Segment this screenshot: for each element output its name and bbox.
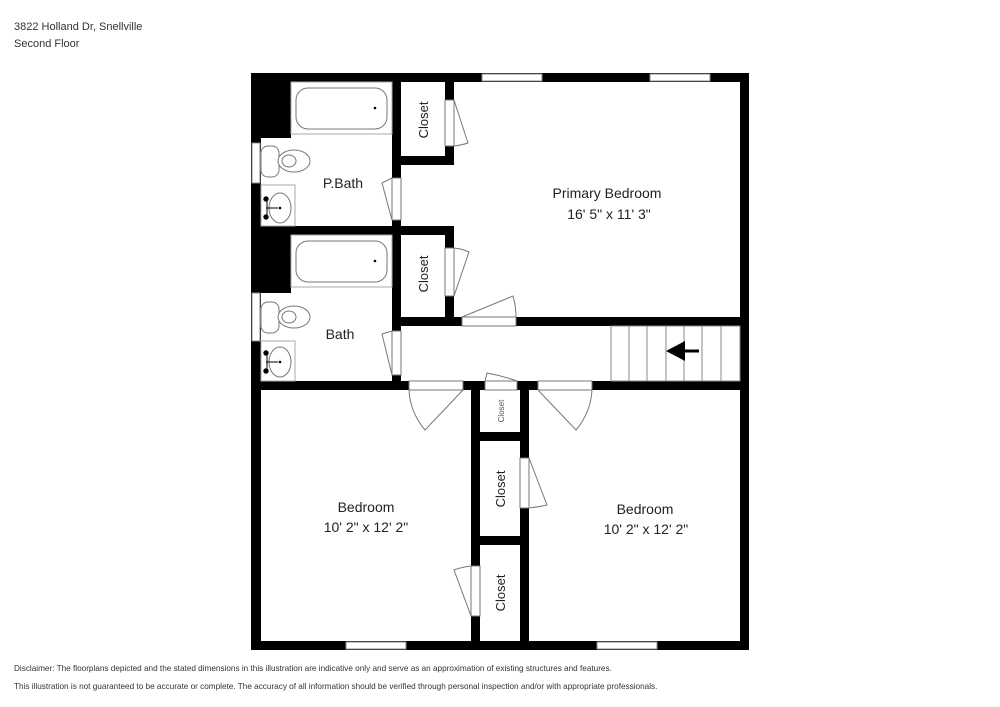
door-swing-closet-small bbox=[484, 372, 518, 382]
door-bedroom-right bbox=[537, 380, 593, 391]
door-pbath bbox=[391, 177, 402, 221]
wall-closetcol-right bbox=[520, 381, 529, 650]
room-name-closet-hall-small: Closet bbox=[497, 399, 506, 422]
door-swing-closet-lower bbox=[453, 565, 472, 617]
toilet-tank-bath-icon bbox=[260, 301, 280, 334]
door-swing-closet-middle bbox=[528, 457, 548, 509]
windows bbox=[251, 73, 711, 650]
chase-lower bbox=[251, 230, 291, 293]
bathtub-pbath-icon bbox=[295, 87, 388, 130]
wall-hall-top bbox=[392, 317, 749, 326]
disclaimer-line-1: Disclaimer: The floorplans depicted and … bbox=[14, 664, 612, 673]
bathtub-bath-icon bbox=[295, 240, 388, 283]
door-swing-bedroom-left bbox=[408, 389, 464, 431]
room-name-closet-hall-upper: Closet bbox=[416, 255, 431, 292]
door-closet-middle bbox=[519, 457, 530, 509]
disclaimer-line-2: This illustration is not guaranteed to b… bbox=[14, 682, 658, 691]
wall-closet1-bottom bbox=[392, 156, 454, 165]
door-bedroom-left bbox=[408, 380, 464, 391]
chase-upper bbox=[251, 73, 291, 138]
window-pbath bbox=[251, 142, 261, 184]
door-closet-small bbox=[484, 380, 518, 391]
door-swing-bedroom-right bbox=[537, 389, 593, 431]
window-primary-1 bbox=[481, 73, 543, 82]
wall-closet-mid-bottom bbox=[471, 536, 529, 545]
address-label: 3822 Holland Dr, Snellville bbox=[14, 21, 143, 33]
toilet-tank-pbath-icon bbox=[260, 145, 280, 178]
room-name-closet-primary: Closet bbox=[416, 101, 431, 138]
fixtures bbox=[260, 81, 393, 382]
wall-closet-small-bottom bbox=[471, 432, 529, 441]
arrow-left-icon bbox=[666, 341, 699, 361]
door-bath bbox=[391, 330, 402, 376]
door-primary-bedroom bbox=[461, 316, 517, 327]
door-swing-hall-closet bbox=[453, 247, 470, 297]
door-swing-primary-closet bbox=[453, 99, 469, 147]
door-primary-closet bbox=[444, 99, 455, 147]
room-name-bedroom-right: Bedroom bbox=[617, 501, 674, 517]
room-name-closet-middle: Closet bbox=[493, 470, 508, 507]
wall-right bbox=[740, 73, 749, 650]
door-swing-bath bbox=[381, 330, 393, 376]
door-closet-lower bbox=[470, 565, 481, 617]
room-name-closet-lower: Closet bbox=[493, 574, 508, 611]
wall-left bbox=[251, 73, 261, 650]
room-name-primary-bedroom: Primary Bedroom bbox=[553, 185, 662, 201]
room-dims-primary-bedroom: 16' 5" x 11' 3" bbox=[567, 206, 651, 222]
wall-closetcol-left bbox=[471, 381, 480, 650]
window-primary-2 bbox=[649, 73, 711, 82]
room-dims-bedroom-right: 10' 2" x 12' 2" bbox=[604, 521, 689, 537]
room-name-bath: Bath bbox=[326, 326, 355, 342]
window-bedroom-left bbox=[345, 641, 407, 650]
wall-bottom bbox=[251, 641, 749, 650]
floor-label: Second Floor bbox=[14, 38, 80, 50]
door-hall-closet bbox=[444, 247, 455, 297]
room-name-pbath: P.Bath bbox=[323, 175, 363, 191]
wall-between-baths bbox=[251, 226, 454, 235]
doors bbox=[381, 99, 593, 617]
window-bath bbox=[251, 292, 261, 342]
door-swing-pbath bbox=[381, 177, 393, 221]
door-swing-primary-bedroom bbox=[461, 295, 517, 318]
window-bedroom-right bbox=[596, 641, 658, 650]
room-dims-bedroom-left: 10' 2" x 12' 2" bbox=[324, 519, 409, 535]
room-name-bedroom-left: Bedroom bbox=[338, 499, 395, 515]
